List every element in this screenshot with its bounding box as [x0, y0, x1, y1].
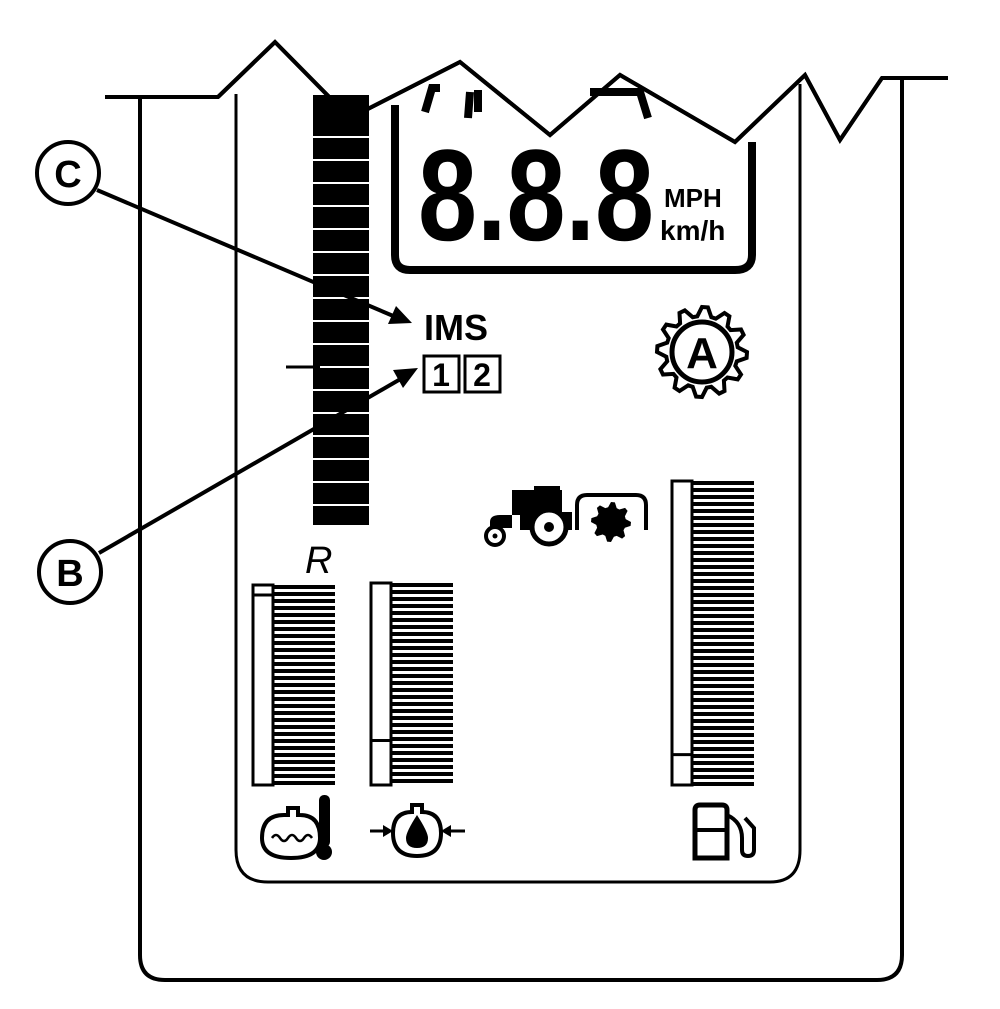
- reverse-indicator-label: R: [305, 540, 332, 582]
- fuel-level-gauge: [670, 479, 754, 787]
- gauge-level-track: [369, 581, 393, 787]
- speed-window: [391, 105, 756, 274]
- inner-display-panel: [234, 84, 802, 884]
- ims-mode-2-box: [463, 354, 502, 394]
- segment-bar-body: [313, 95, 369, 525]
- callout-b-letter: B: [56, 553, 83, 595]
- gear-ring: [669, 319, 735, 385]
- oil-pressure-gauge: [369, 581, 453, 787]
- callout-c: C: [35, 140, 412, 324]
- gauge-level-track: [251, 583, 275, 787]
- callout-b: B: [37, 368, 418, 605]
- ims-mode-1-label: 1: [432, 357, 450, 393]
- engine-oil-pressure-icon: [370, 803, 465, 859]
- pto-gear: [591, 502, 631, 542]
- speed-digits: 8.8.8: [418, 122, 654, 268]
- auto-gear-icon: [654, 304, 750, 400]
- coolant-temperature-gauge: [251, 583, 335, 787]
- left-segment-bar: [313, 95, 369, 525]
- gauge-level-track: [670, 479, 694, 787]
- engine-coolant-temperature-icon: [259, 795, 332, 861]
- ims-mode-2-label: 2: [473, 357, 491, 393]
- unit-kmh-label: km/h: [660, 215, 725, 246]
- speed-window-top-glyph: [421, 84, 652, 120]
- ims-label: IMS: [424, 307, 488, 348]
- unit-mph-label: MPH: [664, 183, 722, 213]
- auto-gear-letter: A: [686, 329, 718, 378]
- callout-c-letter: C: [54, 154, 81, 196]
- tear-edge: [216, 39, 884, 145]
- pto-icon: [575, 493, 648, 542]
- fuel-pump-icon: [692, 802, 756, 861]
- tractor-icon: [484, 486, 572, 547]
- ims-mode-1-box: [422, 354, 461, 394]
